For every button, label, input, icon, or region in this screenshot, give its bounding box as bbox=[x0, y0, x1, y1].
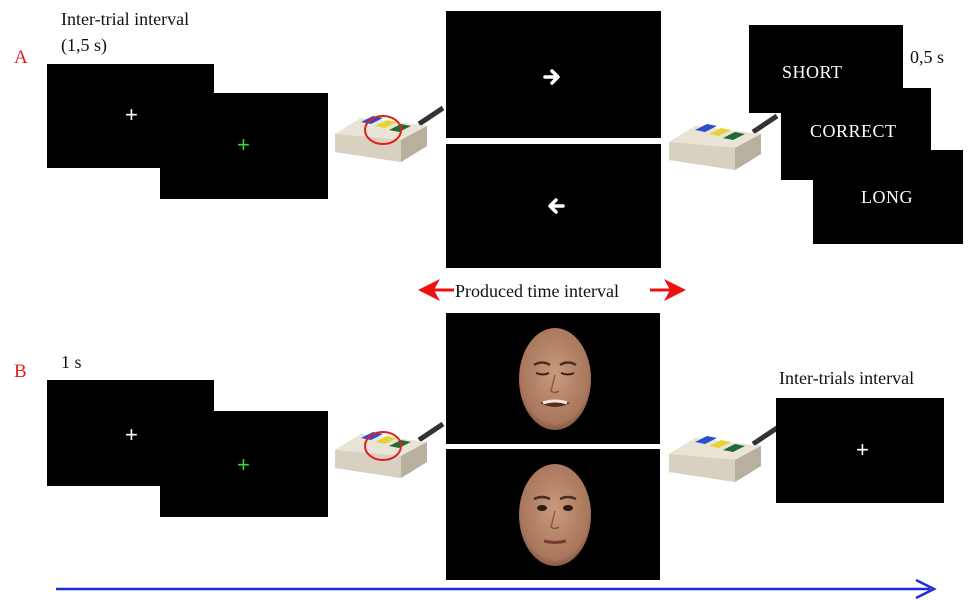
response-circle bbox=[364, 115, 402, 145]
feedback-short: SHORT bbox=[782, 62, 843, 82]
stimulus-screen-left-arrow bbox=[446, 144, 661, 268]
iti-label-b: Inter-trials interval bbox=[779, 368, 915, 388]
response-box-icon bbox=[669, 113, 779, 170]
panel-letter-b: B bbox=[14, 361, 27, 382]
fixation-cross-white-b: + bbox=[125, 422, 138, 447]
fixation-screen-green-a: + bbox=[160, 93, 328, 199]
right-arrow-icon bbox=[543, 69, 560, 85]
iti-duration-a: (1,5 s) bbox=[61, 35, 107, 55]
response-box-icon bbox=[669, 425, 779, 482]
iti-label-a: Inter-trial interval bbox=[61, 9, 190, 29]
response-box-icon bbox=[335, 421, 445, 478]
feedback-long: LONG bbox=[861, 187, 913, 207]
fixation-screen-green-b: + bbox=[160, 411, 328, 517]
response-circle bbox=[364, 431, 402, 461]
response-box-icon bbox=[335, 105, 445, 162]
fixation-cross-iti-b: + bbox=[856, 437, 869, 462]
feedback-screen-long: LONG bbox=[813, 150, 963, 244]
fixation-cross-green-a: + bbox=[237, 132, 250, 157]
left-arrow-icon bbox=[548, 198, 565, 214]
fixation-cross-green-b: + bbox=[237, 452, 250, 477]
neutral-face-image bbox=[519, 464, 591, 566]
fixation-cross-white-a: + bbox=[125, 102, 138, 127]
panel-letter-a: A bbox=[14, 47, 28, 68]
grimacing-face-image bbox=[519, 328, 591, 430]
iti-screen-b: + bbox=[776, 398, 944, 503]
produced-interval-label: Produced time interval bbox=[455, 281, 619, 301]
stimulus-screen-emotional-face bbox=[446, 313, 660, 444]
feedback-correct: CORRECT bbox=[810, 121, 897, 141]
feedback-duration: 0,5 s bbox=[910, 47, 945, 67]
time-arrow-icon bbox=[56, 578, 937, 600]
interval-double-arrow bbox=[418, 279, 686, 301]
stimulus-screen-neutral-face bbox=[446, 449, 660, 580]
stimulus-screen-right-arrow bbox=[446, 11, 661, 138]
fixation-duration-b: 1 s bbox=[61, 352, 82, 372]
